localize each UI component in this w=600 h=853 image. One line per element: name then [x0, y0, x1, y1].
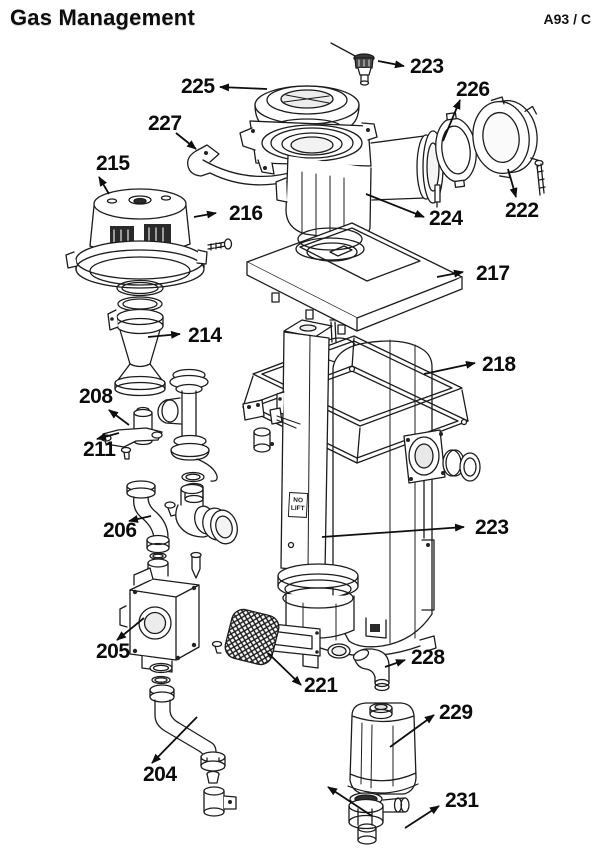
callout-arrow [327, 786, 373, 817]
part-number-217: 217 [476, 262, 510, 285]
callout-arrow [267, 652, 302, 686]
part-number-223: 223 [475, 516, 509, 539]
sticker-line-1: NO [293, 497, 303, 505]
drawing-code: A93 / C [543, 11, 591, 27]
sticker-line-2: LIFT [291, 505, 305, 513]
page-title: Gas Management [10, 5, 195, 30]
part-gas-pipe [149, 684, 237, 817]
part-number-214: 214 [188, 324, 222, 347]
part-number-205: 205 [96, 640, 130, 663]
part-208-cylinder [133, 406, 153, 446]
part-screw-long [534, 159, 546, 196]
part-number-225: 225 [181, 75, 215, 98]
callout-arrow [365, 193, 425, 218]
part-washers [149, 662, 173, 685]
callout-arrow [98, 176, 110, 195]
part-gas-sensor [330, 42, 375, 86]
part-side-port [403, 429, 481, 484]
callout-arrow [147, 330, 181, 339]
part-fan-housing [239, 120, 444, 241]
part-venturi-cone [107, 308, 166, 397]
part-number-216: 216 [229, 202, 263, 225]
part-number-226: 226 [456, 78, 490, 101]
part-exhaust-elbow [352, 648, 390, 692]
callout-arrow [389, 714, 435, 748]
part-number-206: 206 [103, 519, 137, 542]
callout-arrow [377, 60, 405, 69]
part-number-208: 208 [79, 385, 113, 408]
part-elbow-assembly [164, 483, 238, 545]
part-number-227: 227 [148, 112, 182, 135]
part-number-223: 223 [410, 55, 444, 78]
callout-arrow [507, 168, 518, 198]
callout-arrow [96, 432, 120, 441]
part-number-215: 215 [96, 152, 130, 175]
callout-arrow [442, 99, 461, 142]
callout-arrow [193, 210, 217, 219]
part-number-224: 224 [429, 207, 463, 230]
part-gas-valve [119, 551, 202, 673]
part-blower-motor [65, 188, 208, 289]
part-number-204: 204 [143, 763, 177, 786]
part-number-222: 222 [505, 199, 539, 222]
callout-arrow [128, 515, 152, 523]
part-outlet-flange [472, 96, 541, 179]
part-number-221: 221 [304, 674, 338, 697]
part-air-box [246, 222, 463, 335]
part-number-228: 228 [411, 646, 445, 669]
part-heat-exchanger [320, 319, 435, 648]
callout-arrow [219, 83, 268, 92]
part-condensate-fitting [348, 792, 410, 845]
part-igniter-hardware [242, 399, 301, 453]
callout-arrow [384, 659, 406, 668]
part-fan-adapter [295, 227, 365, 261]
callout-arrow [116, 617, 145, 641]
part-duct-223 [276, 319, 333, 573]
part-number-211: 211 [83, 438, 116, 461]
callout-layer: 223 225 227 226 222 224 215 216 217 214 218 208 211 2… [79, 55, 539, 829]
part-burner [211, 608, 280, 666]
part-silencer [347, 702, 419, 795]
callout-arrow [108, 409, 130, 426]
callout-arrow [175, 132, 197, 150]
part-screw-216 [207, 238, 233, 251]
callout-arrow [321, 523, 465, 538]
callout-arrow [404, 805, 440, 829]
part-number-231: 231 [445, 789, 479, 812]
part-gas-rail [157, 368, 218, 504]
duct-warning-sticker: NO LIFT [287, 492, 309, 518]
callout-arrow [423, 360, 476, 375]
callout-arrow [436, 269, 464, 278]
part-number-229: 229 [439, 701, 473, 724]
callout-arrow [151, 716, 198, 764]
part-number-218: 218 [482, 353, 516, 376]
